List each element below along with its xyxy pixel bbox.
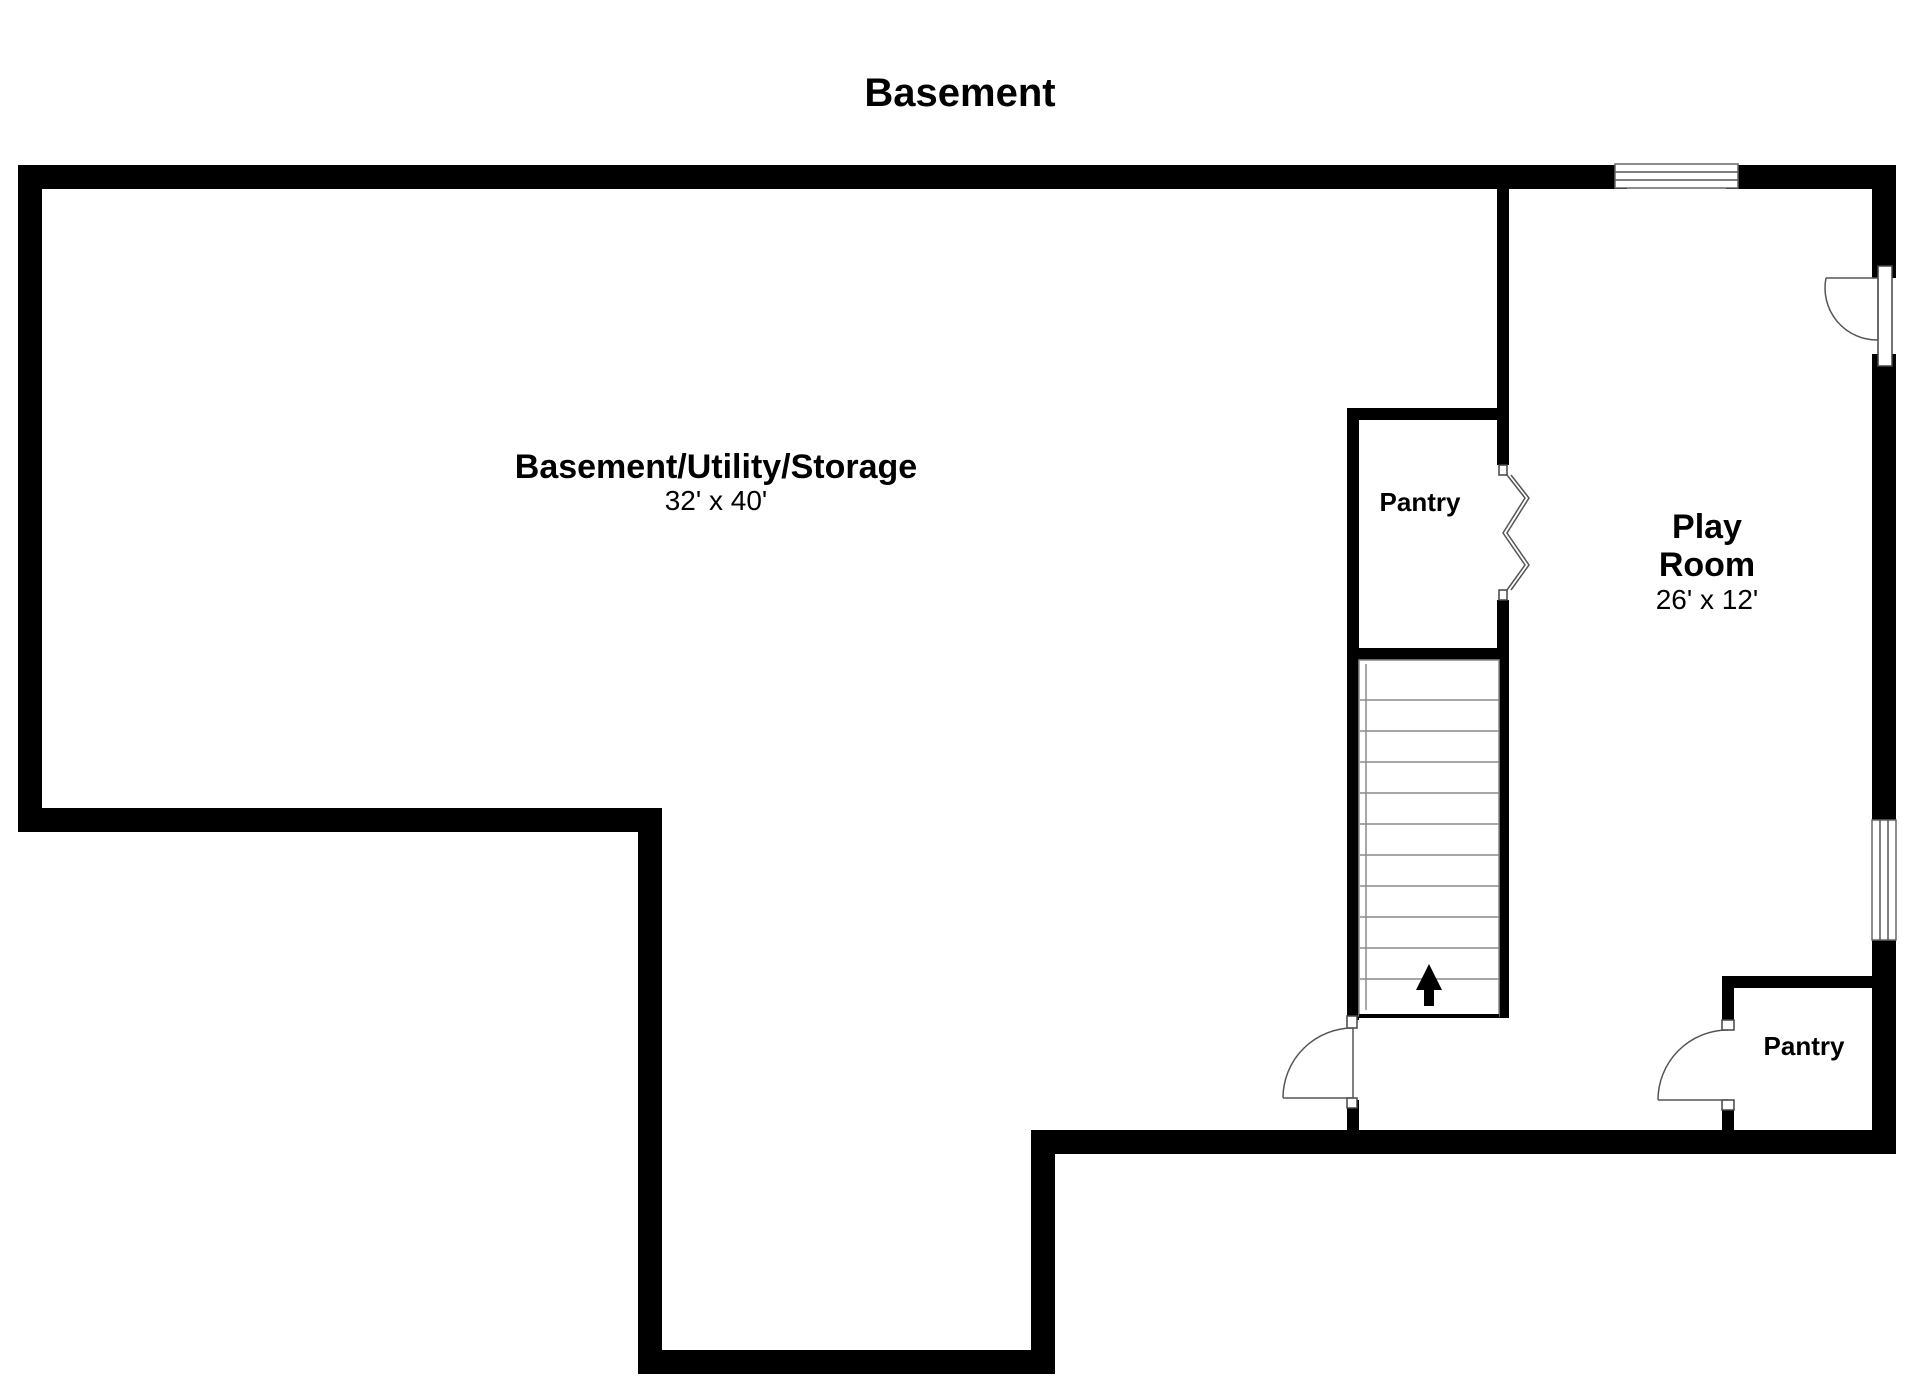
room-dimensions-play-room: 26' x 12' (1656, 584, 1759, 615)
room-name-play-room-line1: Play (1672, 508, 1742, 546)
room-name-pantry-lower: Pantry (1764, 1031, 1845, 1061)
exterior-door-right (1824, 265, 1893, 367)
interior-walls (1347, 183, 1884, 1136)
floor-title: Basement (864, 71, 1055, 115)
room-dimensions-basement-storage: 32' x 40' (665, 485, 768, 516)
stairs-up-arrow-icon (1416, 964, 1442, 1006)
room-name-play-room-line2: Room (1659, 546, 1755, 584)
swing-door-stairs (1282, 1015, 1358, 1109)
room-name-pantry-upper: Pantry (1380, 487, 1461, 517)
exterior-walls (18, 165, 1896, 1374)
stairs (1358, 659, 1500, 1018)
bifold-door-pantry (1498, 464, 1530, 601)
window-right (1871, 819, 1897, 941)
room-name-basement-storage: Basement/Utility/Storage (515, 448, 917, 486)
window-top (1614, 163, 1739, 189)
swing-door-pantry-lower (1657, 1019, 1735, 1111)
